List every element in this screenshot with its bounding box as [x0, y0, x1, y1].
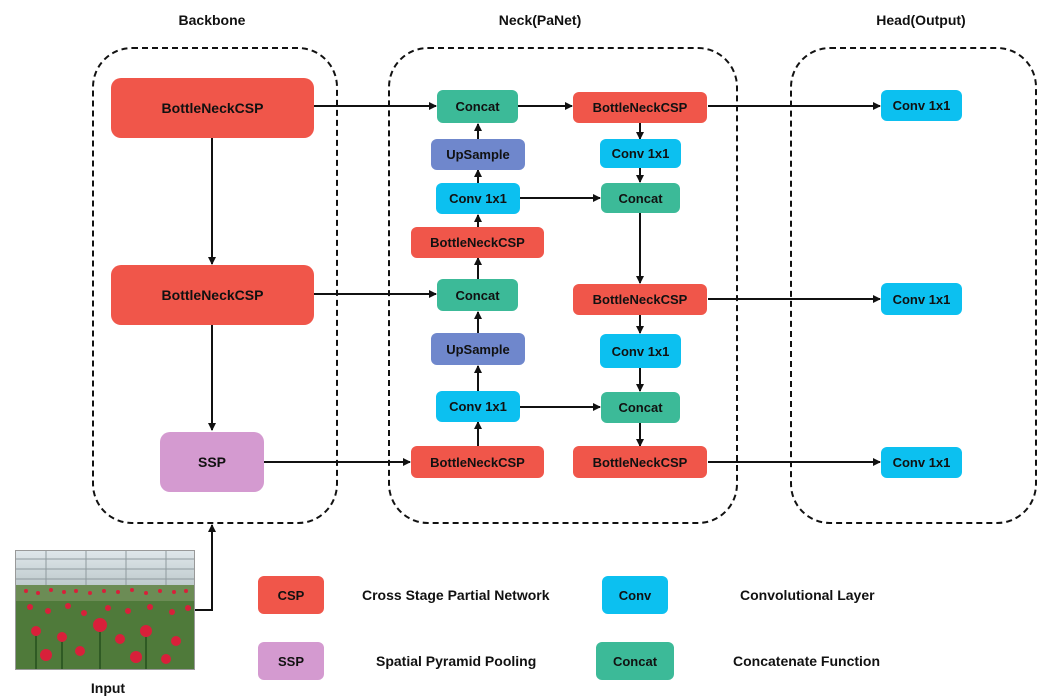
- neck-concat-out-1: Concat: [601, 183, 680, 213]
- input-image: [15, 550, 195, 670]
- legend-ssp-description: Spatial Pyramid Pooling: [376, 653, 537, 669]
- neck-concat-out-2: Concat: [601, 392, 680, 423]
- neck-title: Neck(PaNet): [498, 12, 582, 28]
- legend-conv-swatch: Conv: [602, 576, 668, 614]
- neck-conv-out-1: Conv 1x1: [600, 139, 681, 168]
- input-label: Input: [90, 680, 126, 696]
- backbone-title: Backbone: [178, 12, 246, 28]
- head-conv-1: Conv 1x1: [881, 90, 962, 121]
- greenhouse-roses-image: [16, 551, 194, 669]
- neck-conv-2: Conv 1x1: [436, 391, 520, 422]
- legend-conv-description: Convolutional Layer: [740, 587, 875, 603]
- backbone-csp-mid: BottleNeckCSP: [111, 265, 314, 325]
- neck-upsample-1: UpSample: [431, 139, 525, 170]
- head-region: [790, 47, 1037, 524]
- neck-csp-1: BottleNeckCSP: [411, 227, 544, 258]
- arrow-input-to-backbone: [193, 524, 216, 611]
- neck-csp-out-2: BottleNeckCSP: [573, 284, 707, 315]
- neck-upsample-2: UpSample: [431, 333, 525, 365]
- backbone-csp-top: BottleNeckCSP: [111, 78, 314, 138]
- neck-csp-out-1: BottleNeckCSP: [573, 92, 707, 123]
- legend-concat-swatch: Concat: [596, 642, 674, 680]
- head-conv-3: Conv 1x1: [881, 447, 962, 478]
- neck-concat-1: Concat: [437, 90, 518, 123]
- head-conv-2: Conv 1x1: [881, 283, 962, 315]
- neck-concat-2: Concat: [437, 279, 518, 311]
- neck-csp-out-3: BottleNeckCSP: [573, 446, 707, 478]
- legend-csp-swatch: CSP: [258, 576, 324, 614]
- legend-concat-description: Concatenate Function: [733, 653, 881, 669]
- backbone-region: [92, 47, 338, 524]
- backbone-ssp: SSP: [160, 432, 264, 492]
- neck-conv-out-2: Conv 1x1: [600, 334, 681, 368]
- legend-csp-description: Cross Stage Partial Network: [362, 587, 550, 603]
- head-title: Head(Output): [876, 12, 966, 28]
- neck-csp-2: BottleNeckCSP: [411, 446, 544, 478]
- neck-region: [388, 47, 738, 524]
- legend-ssp-swatch: SSP: [258, 642, 324, 680]
- neck-conv-1: Conv 1x1: [436, 183, 520, 214]
